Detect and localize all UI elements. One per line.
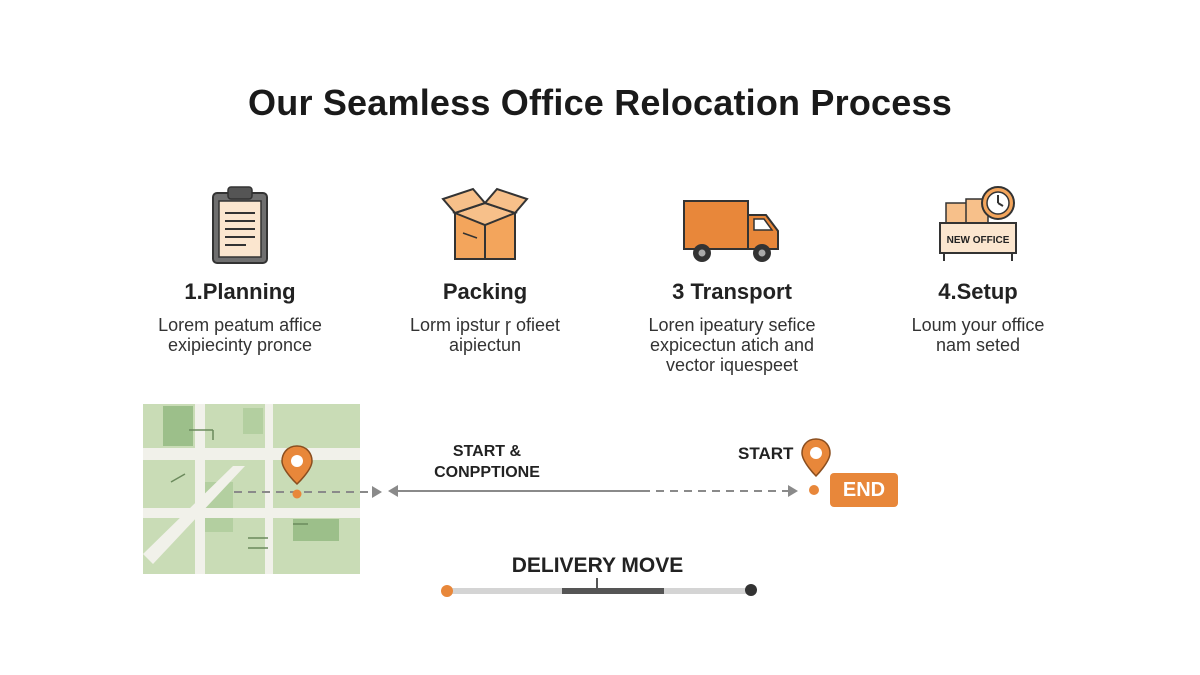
new-office-icon: NEW OFFICE [858, 170, 1098, 265]
delivery-end-dot [745, 584, 757, 596]
start-complete-label: START & CONPPTIONE [434, 443, 540, 481]
step-label: Packing [442, 279, 528, 304]
step-label: 3 Transport [672, 279, 792, 304]
truck-icon [612, 170, 852, 265]
delivery-move-label: DELIVERY MOVE [511, 554, 684, 577]
page-title: Our Seamless Office Relocation Process [248, 82, 952, 123]
delivery-start-dot [441, 585, 453, 597]
start-label: START [738, 444, 794, 463]
end-badge: END [830, 473, 898, 507]
step-label: 1.Planning [184, 279, 296, 304]
box-icon [365, 170, 605, 265]
map-illustration [143, 404, 360, 574]
step-label: 4.Setup [938, 279, 1018, 304]
destination-pin-icon [801, 438, 831, 495]
clipboard-icon [120, 170, 360, 265]
new-office-sign: NEW OFFICE [947, 235, 1010, 246]
